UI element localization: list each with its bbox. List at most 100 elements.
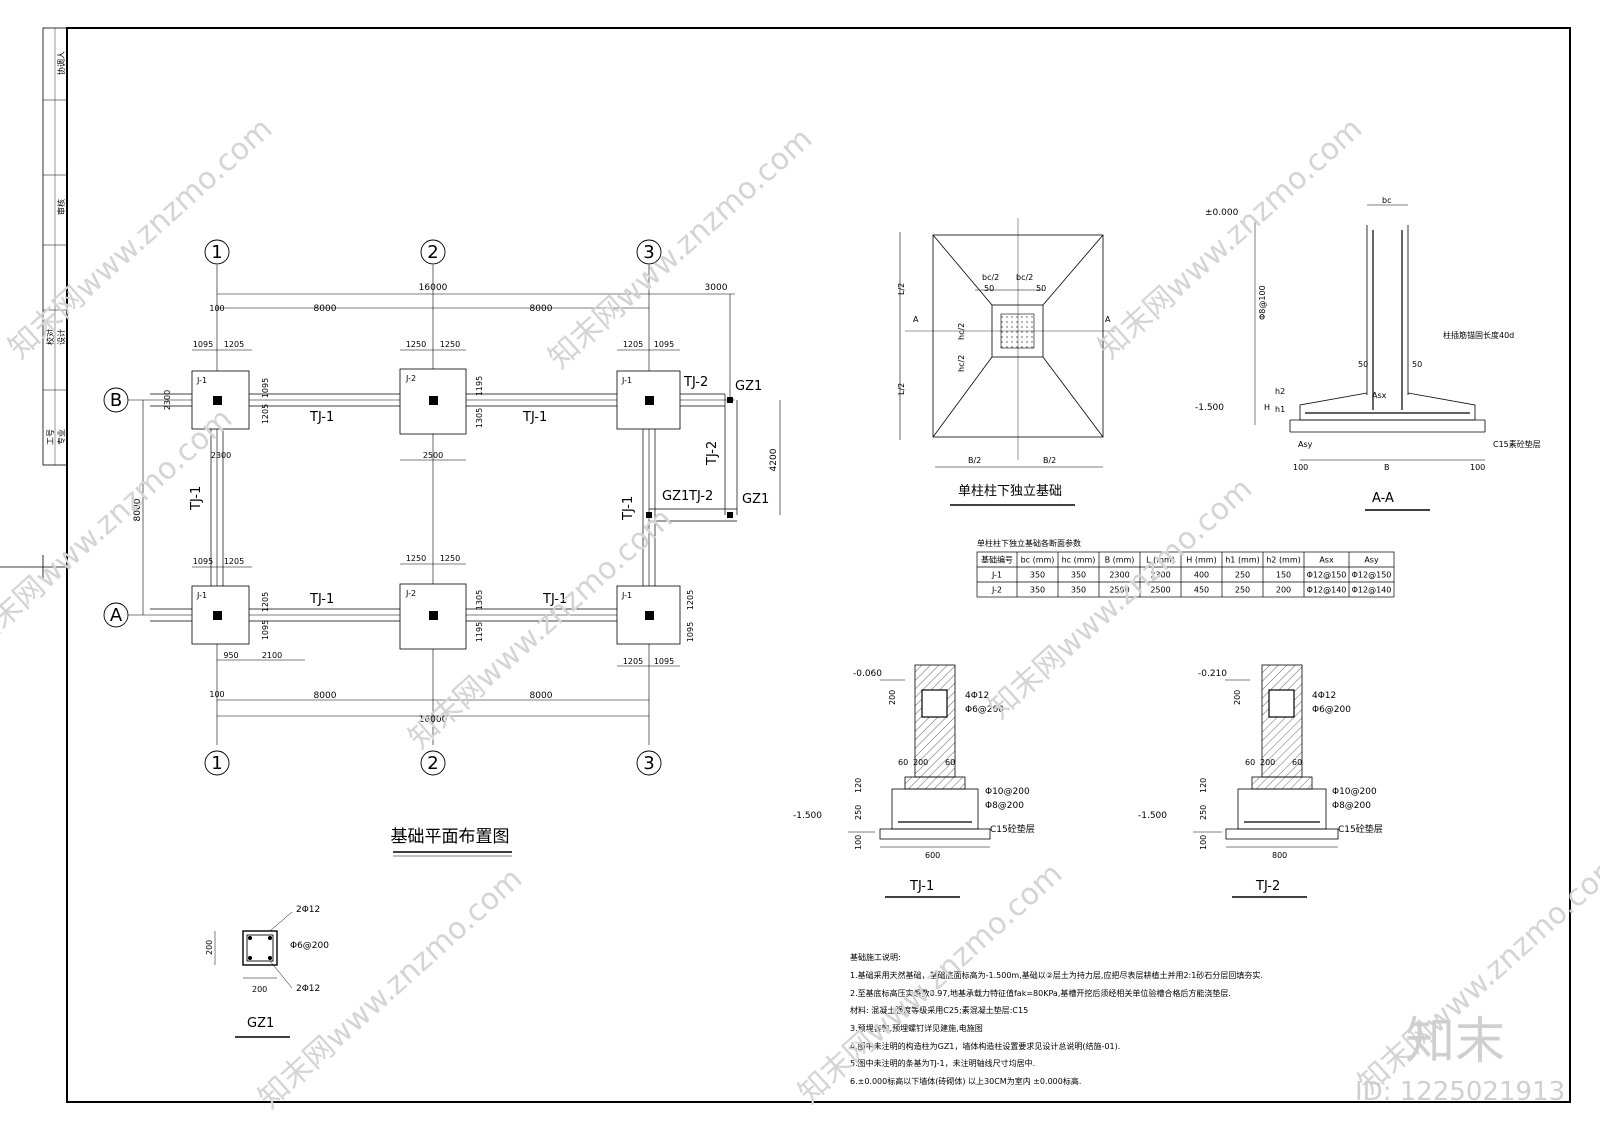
table-cell: 250: [1235, 571, 1250, 580]
note-1: 1.基础采用天然基础，基础底面标高为-1.500m,基础以②层土为持力层,应把尽…: [850, 970, 1263, 980]
dim-1205-side-a3: 1205: [686, 590, 695, 610]
strip-2: 审核: [56, 199, 66, 215]
dim-100-bottom: 100: [209, 690, 224, 699]
dim-8000-top-right: 8000: [530, 304, 553, 314]
aa-h1: h1: [1275, 405, 1285, 414]
axis-2-top: 2: [427, 242, 438, 263]
dim-2100: 2100: [262, 651, 282, 660]
table-header-cell: bc (mm): [1021, 556, 1055, 565]
aa-rebar: Φ8@100: [1258, 285, 1267, 320]
label-j1-b1: J-1: [196, 376, 207, 385]
footing-sec-right: A: [1105, 315, 1111, 324]
dim-2300-b1: 2300: [211, 451, 231, 460]
label-j1-a3: J-1: [621, 591, 632, 600]
label-tj1-right: TJ-1: [621, 496, 636, 521]
dim-2300-side: 2300: [163, 390, 172, 410]
aa-bc: bc: [1382, 196, 1391, 205]
dim-1095-a1: 1095: [193, 557, 213, 566]
tj2-200-vert: 200: [1233, 690, 1242, 705]
axis-2-bottom: 2: [427, 753, 438, 774]
watermark-1: 知末网www.znzmo.com: [2, 111, 279, 366]
plan-title: 基础平面布置图: [391, 827, 510, 847]
dim-1205-a1: 1205: [224, 557, 244, 566]
tj2-250: 250: [1199, 805, 1208, 820]
table-border: [976, 551, 1395, 598]
label-j1-a1: J-1: [196, 591, 207, 600]
gz1-r1: 2Φ12: [296, 905, 320, 915]
footing-bc2-right: bc/2: [1016, 273, 1033, 282]
tj1-title: TJ-1: [909, 879, 934, 894]
table-cell: 450: [1194, 586, 1209, 595]
brand-logo: 知末: [1405, 1012, 1505, 1070]
dim-1095-b3: 1095: [654, 340, 674, 349]
table-cell: 350: [1030, 586, 1045, 595]
table-header-cell: h1 (mm): [1225, 556, 1260, 565]
table-cell: 350: [1030, 571, 1045, 580]
section-aa: ±0.000 -1.500 bc Φ8@100 柱插筋锚固长度40d Asx A…: [1195, 196, 1541, 511]
table-cell: 250: [1235, 586, 1250, 595]
label-tj1-b-left: TJ-1: [309, 410, 334, 425]
table-header-cell: B (mm): [1105, 556, 1135, 565]
dim-2500-b2: 2500: [423, 451, 443, 460]
tj2-r2: Φ6@200: [1312, 705, 1351, 715]
table-cell: Φ12@150: [1307, 571, 1347, 580]
watermark-3: 知末网www.znzmo.com: [1092, 111, 1369, 366]
tj2-bot: -1.500: [1138, 811, 1167, 821]
dim-1250-b2b: 1250: [440, 340, 460, 349]
tj2-r4: Φ8@200: [1332, 801, 1371, 811]
table-header-cell: Asx: [1319, 556, 1334, 565]
table-cell: 150: [1276, 571, 1291, 580]
gz1-r2: Φ6@200: [290, 941, 329, 951]
dim-1205-side-b1: 1205: [261, 404, 270, 424]
note-2: 2.至基底标高压实系数0.97,地基承载力特征值fak=80KPa,基槽开挖后须…: [850, 988, 1231, 998]
axis-1-bottom: 1: [211, 753, 222, 774]
label-gz1-top: GZ1: [735, 379, 762, 394]
footing-b2-left: B/2: [968, 456, 981, 465]
tj1-60-left: 60: [898, 758, 908, 767]
strip-3: 校对: [45, 329, 55, 345]
aa-elev-0: ±0.000: [1205, 208, 1239, 218]
footing-50-left: 50: [984, 284, 994, 293]
gz1-200-h: 200: [252, 985, 267, 994]
tj2-c15: C15砼垫层: [1338, 823, 1383, 835]
strip-4: 设计: [56, 329, 66, 345]
dim-100-top: 100: [209, 304, 224, 313]
dim-1195-side-b2: 1195: [475, 376, 484, 396]
footing-l2-top: L/2: [897, 283, 906, 295]
tj1-width: 600: [925, 851, 940, 860]
dim-16000-top: 16000: [419, 283, 448, 293]
note-2b: 材料: 混凝土强度等级采用C25;素混凝土垫层:C15: [850, 1005, 1028, 1015]
dim-8000-left: 8000: [133, 498, 143, 521]
foundation-plan: 1 2 3 1 2 3 B A 16000 3000 8000 800: [103, 239, 781, 857]
dim-1095-side-b1: 1095: [261, 378, 270, 398]
table-cell: 350: [1071, 571, 1086, 580]
columns: [213, 396, 733, 620]
tj1-bot: -1.500: [793, 811, 822, 821]
tj2-r1: 4Φ12: [1312, 691, 1336, 701]
dim-8000-bot-left: 8000: [314, 691, 337, 701]
aa-elev-1: -1.500: [1195, 403, 1224, 413]
gz1-r3: 2Φ12: [296, 984, 320, 994]
tj2-120: 120: [1199, 778, 1208, 793]
gz1-200-v: 200: [205, 940, 214, 955]
gz1-title: GZ1: [247, 1016, 274, 1031]
tj2-200: 200: [1260, 758, 1275, 767]
aa-50-left: 50: [1358, 360, 1368, 369]
tj1-r2: Φ6@200: [965, 705, 1004, 715]
tj2-title: TJ-2: [1255, 879, 1280, 894]
aa-title: A-A: [1372, 491, 1394, 506]
left-strip: 协调人 审核 校对 设计 工号 专业: [45, 51, 66, 445]
dim-1095-b1: 1095: [193, 340, 213, 349]
strip-6: 专业: [56, 429, 66, 445]
note-4: 4.图中未注明的构造柱为GZ1，墙体构造柱设置要求见设计总说明(结施-01).: [850, 1041, 1120, 1051]
label-j1-b3: J-1: [621, 376, 632, 385]
dim-3000: 3000: [705, 283, 728, 293]
footing-hc2-bot: hc/2: [957, 355, 966, 372]
table-cell: J-1: [991, 571, 1002, 580]
dim-4200: 4200: [769, 448, 779, 471]
table-cell: 200: [1276, 586, 1291, 595]
tj2-r3: Φ10@200: [1332, 787, 1377, 797]
notes-heading: 基础施工说明:: [850, 952, 901, 962]
image-id: ID: 1225021913: [1355, 1077, 1565, 1107]
